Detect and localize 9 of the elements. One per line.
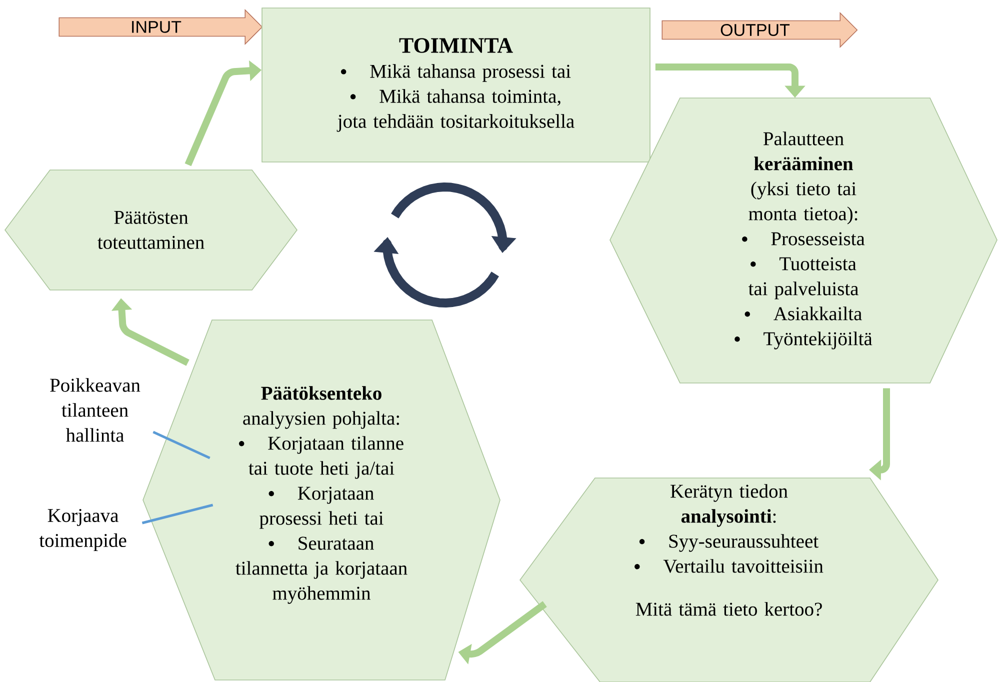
leader-line bbox=[142, 504, 214, 524]
activity-box: TOIMINTA Mikä tahansa prosessi tai Mikä tahansa toiminta, jota tehdään tositarkoituksella bbox=[262, 8, 650, 162]
hexagon: Palautteen kerääminen (yksi tieto tai monta tietoa): Prosesseista Tuotteista tai palveluista Asiakkailta Työntekijöiltä bbox=[610, 98, 998, 384]
hexagon: Kerätyn tiedon analysointi: Syy-seuraussuhteet Vertailu tavoitteisiin Mitä tämä tieto kertoo? bbox=[520, 478, 938, 682]
annotation-text: Poikkeavan tilanteen hallinta bbox=[50, 378, 140, 442]
hexagon: Päätöksenteko analyysien pohjalta: Korjataan tilanne tai tuote heti ja/tai Korjataan prosessi heti tai Seurataan tilannetta ja korjataan myöhemmin bbox=[142, 320, 500, 680]
hexagon: Päätösten toteuttaminen bbox=[4, 170, 298, 290]
leader-line bbox=[152, 430, 210, 460]
annotation-text: Korjaava toimenpide bbox=[39, 508, 126, 552]
